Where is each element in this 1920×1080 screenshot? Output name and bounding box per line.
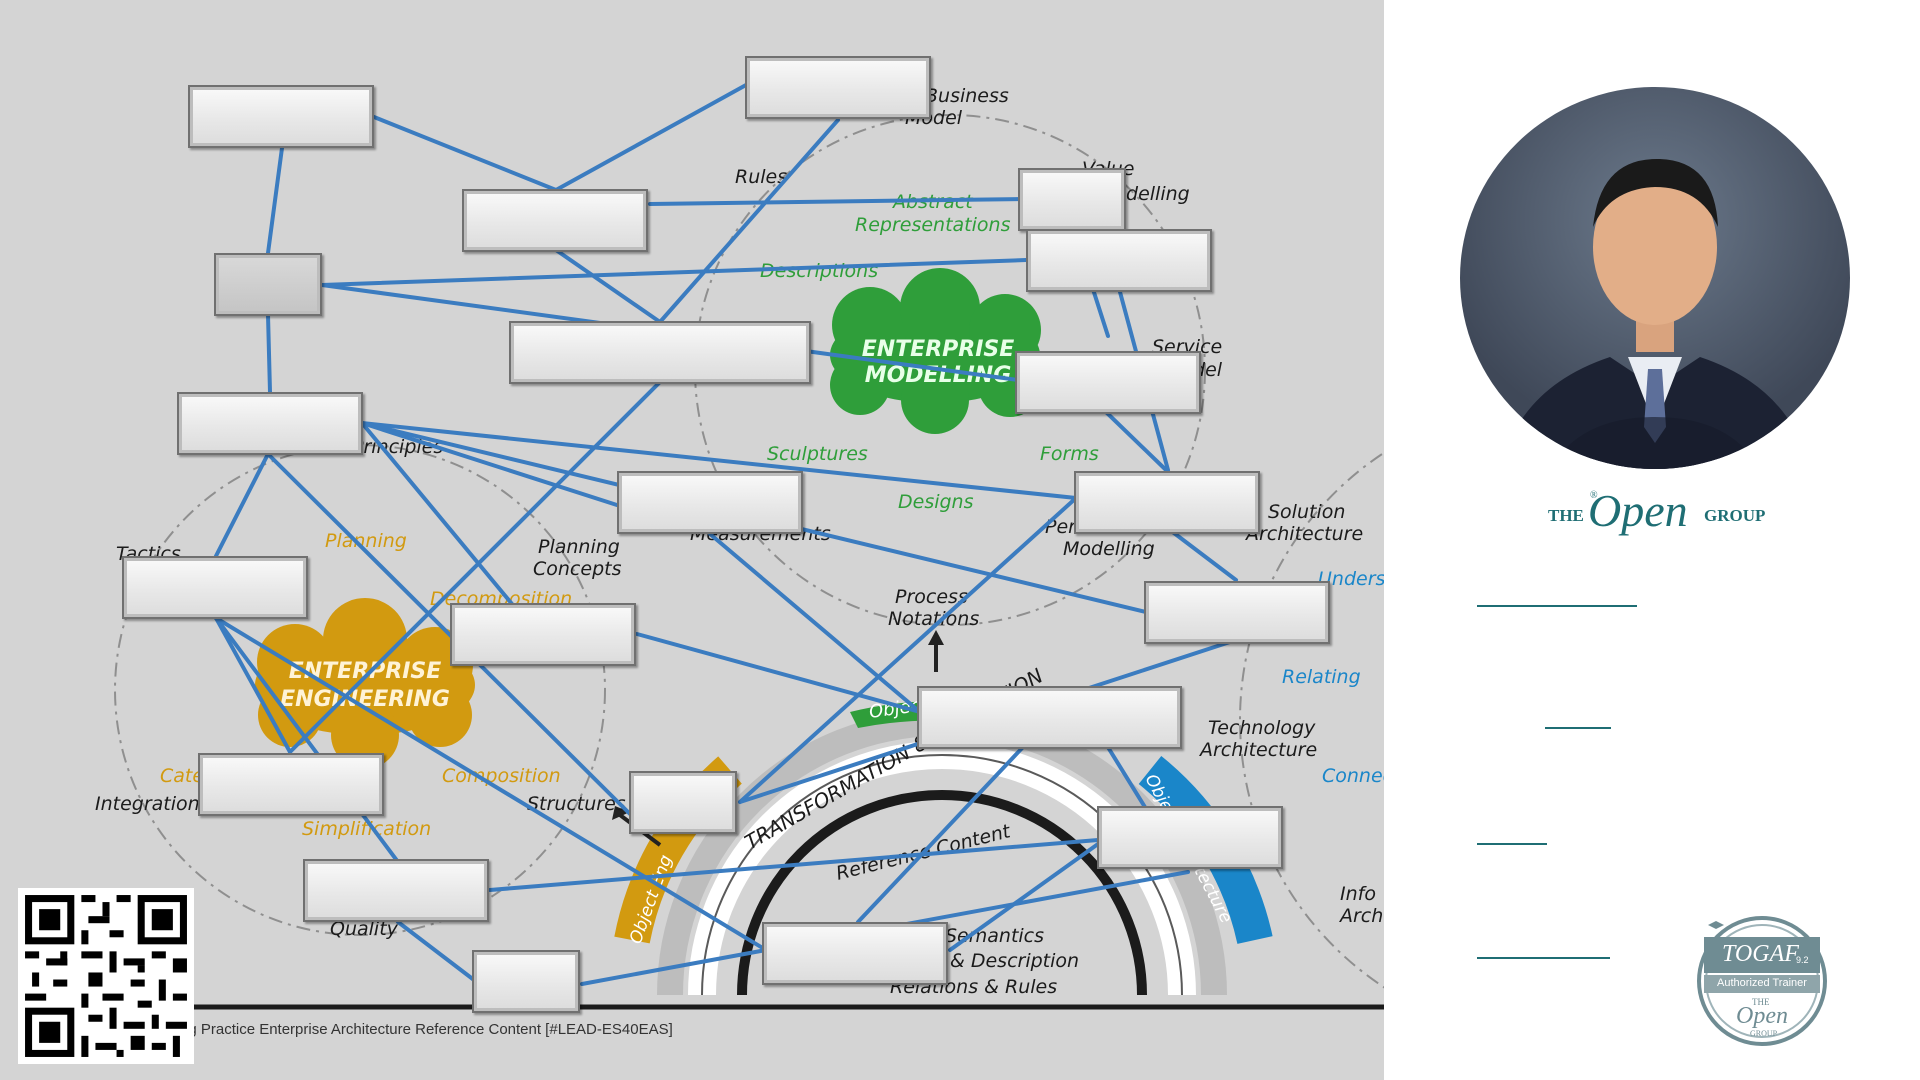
label-description: & Description bbox=[950, 950, 1079, 972]
placeholder-box[interactable] bbox=[745, 56, 931, 119]
placeholder-box[interactable] bbox=[472, 950, 580, 1013]
placeholder-box[interactable] bbox=[1026, 229, 1212, 292]
label-notations: Notations bbox=[888, 608, 979, 630]
label-performance-modelling: Modelling bbox=[1063, 538, 1155, 560]
placeholder-box[interactable] bbox=[1144, 581, 1330, 644]
label-rules: Rules bbox=[735, 166, 787, 188]
label-simplification: Simplification bbox=[302, 818, 431, 840]
label-semantics: Semantics bbox=[945, 925, 1044, 947]
sidebar-rule bbox=[1477, 957, 1610, 959]
open-group-logo: THE ® Open GROUP bbox=[1548, 484, 1772, 538]
label-representations: Representations bbox=[855, 214, 1011, 236]
label-process: Process bbox=[895, 586, 968, 608]
label-planning: Planning bbox=[538, 536, 620, 558]
transformation-arc-edge bbox=[701, 754, 1183, 996]
label-arch: Arch bbox=[1338, 905, 1383, 927]
green-labels: Abstract Representations Descriptions Sc… bbox=[760, 191, 1099, 513]
label-quality: Quality bbox=[330, 918, 399, 940]
badge-group: GROUP bbox=[1750, 1029, 1778, 1038]
placeholder-box[interactable] bbox=[917, 686, 1182, 749]
process-arrow-head bbox=[928, 630, 944, 645]
label-connecting: Connecting bbox=[1322, 765, 1384, 787]
placeholder-box[interactable] bbox=[617, 471, 803, 534]
brand-the: THE bbox=[1548, 506, 1584, 525]
togaf-badge: TOGAF 9.2 Authorized Trainer THE Open GR… bbox=[1696, 915, 1828, 1047]
structures-arrow-head bbox=[612, 806, 630, 820]
sidebar-rule bbox=[1477, 605, 1637, 607]
badge-title: TOGAF bbox=[1722, 941, 1799, 967]
engineering-cloud-line1: ENTERPRISE bbox=[289, 659, 442, 684]
placeholder-box[interactable] bbox=[214, 253, 322, 316]
label-solution-architecture: Architecture bbox=[1244, 523, 1363, 545]
sidebar-rule bbox=[1545, 727, 1611, 729]
label-sculptures: Sculptures bbox=[767, 443, 868, 465]
placeholder-box[interactable] bbox=[1097, 806, 1283, 869]
badge-version: 9.2 bbox=[1796, 955, 1809, 965]
placeholder-box[interactable] bbox=[462, 189, 648, 252]
togaf-badge-graphic bbox=[1697, 916, 1827, 1046]
label-structures: Structures bbox=[527, 793, 626, 815]
brand-open: Open bbox=[1588, 485, 1688, 536]
label-descriptions: Descriptions bbox=[760, 260, 878, 282]
engineering-circle bbox=[114, 444, 606, 936]
modelling-cloud-line1: ENTERPRISE bbox=[862, 337, 1015, 362]
sidebar-rule bbox=[1477, 843, 1547, 845]
enterprise-modelling-cloud bbox=[830, 268, 1042, 434]
label-business: Business bbox=[925, 85, 1009, 107]
portrait-photo bbox=[1460, 87, 1850, 469]
placeholder-box[interactable] bbox=[762, 922, 948, 985]
placeholder-box[interactable] bbox=[177, 392, 363, 455]
reference-content-diagram: ENTERPRISE MODELLING ENTERPRISE ENGINEER… bbox=[95, 83, 1384, 1038]
modelling-circle bbox=[694, 114, 1206, 626]
qr-code-graphic bbox=[18, 888, 194, 1064]
placeholder-box[interactable] bbox=[1015, 351, 1201, 414]
placeholder-box[interactable] bbox=[509, 321, 811, 384]
label-planning-orange: Planning bbox=[325, 530, 407, 552]
brand-reg: ® bbox=[1590, 490, 1598, 501]
portrait-illustration bbox=[1500, 158, 1810, 469]
placeholder-box[interactable] bbox=[303, 859, 489, 922]
placeholder-box[interactable] bbox=[188, 85, 374, 148]
label-integration: Integration bbox=[95, 793, 200, 815]
blue-labels: Understanding Relating Connecting bbox=[1282, 568, 1384, 787]
label-technology-architecture: Architecture bbox=[1198, 739, 1317, 761]
qr-code-icon[interactable] bbox=[18, 888, 194, 1064]
guide-circles bbox=[114, 114, 1384, 989]
badge-subtitle: Authorized Trainer bbox=[1717, 977, 1807, 989]
inner-arc bbox=[737, 790, 1147, 996]
badge-the: THE bbox=[1752, 997, 1770, 1007]
diagram-caption: ng Practice Enterprise Architecture Refe… bbox=[180, 1021, 673, 1038]
placeholder-box[interactable] bbox=[629, 771, 737, 834]
placeholder-box[interactable] bbox=[198, 753, 384, 816]
placeholder-box[interactable] bbox=[450, 603, 636, 666]
clouds: ENTERPRISE MODELLING ENTERPRISE ENGINEER… bbox=[255, 268, 1042, 769]
placeholder-box[interactable] bbox=[1074, 471, 1260, 534]
label-relating: Relating bbox=[1282, 666, 1361, 688]
badge-open: Open bbox=[1736, 1003, 1788, 1029]
label-technology: Technology bbox=[1208, 717, 1316, 739]
label-solution: Solution bbox=[1268, 501, 1345, 523]
brand-group: GROUP bbox=[1704, 506, 1766, 525]
label-designs: Designs bbox=[898, 491, 974, 513]
label-composition: Composition bbox=[442, 765, 561, 787]
label-understanding: Understanding bbox=[1318, 568, 1384, 590]
label-info: Info bbox=[1340, 883, 1376, 905]
placeholder-box[interactable] bbox=[1018, 168, 1126, 231]
label-concepts: Concepts bbox=[533, 558, 622, 580]
label-forms: Forms bbox=[1040, 443, 1099, 465]
placeholder-box[interactable] bbox=[122, 556, 308, 619]
